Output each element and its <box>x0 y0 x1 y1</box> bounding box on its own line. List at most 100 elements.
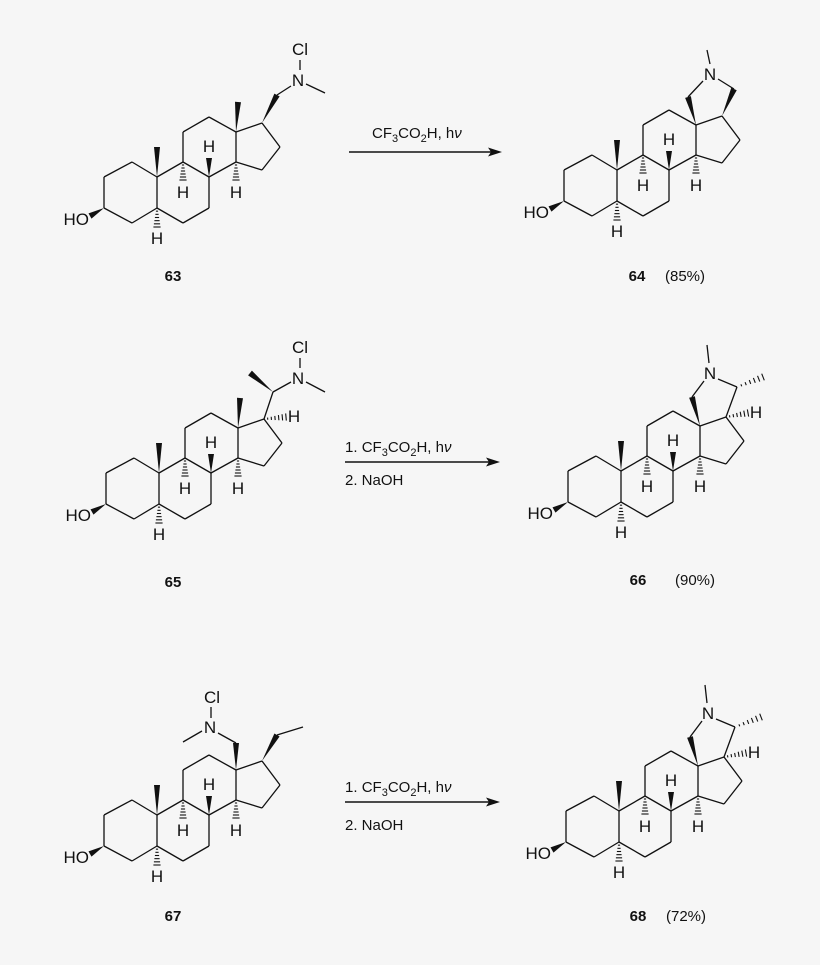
hashed-bond <box>615 844 623 862</box>
hydrogen-label: H <box>667 431 679 450</box>
hydrogen-label: H <box>288 407 300 426</box>
hydroxyl-label: HO <box>524 203 550 222</box>
hydrogen-label: H <box>232 479 244 498</box>
hashed-bond <box>692 157 700 174</box>
hashed-bond <box>153 848 161 866</box>
ring-bond <box>103 207 133 224</box>
ring-bond <box>620 501 648 518</box>
hash-line <box>759 713 763 721</box>
bond <box>687 80 704 98</box>
ring-bond <box>184 503 212 520</box>
hydroxyl-label: HO <box>64 210 90 229</box>
ring-bond <box>133 457 160 474</box>
ring-bond <box>644 841 672 858</box>
ring-bond <box>158 503 186 520</box>
reaction-arrow <box>345 457 500 467</box>
arrow-head-icon <box>486 797 500 807</box>
ring-bond <box>642 200 670 217</box>
compound-label-64: 64 <box>629 268 646 285</box>
ring-bond <box>235 799 263 809</box>
ring-bond <box>642 109 670 126</box>
ring-bond <box>646 501 674 518</box>
hash-line <box>737 751 740 757</box>
ring-bond <box>591 154 618 171</box>
hashed-bond <box>232 164 240 181</box>
hashed-bond <box>696 458 704 475</box>
ring-bond <box>131 207 158 224</box>
ring-bond <box>235 760 263 771</box>
ring-bond <box>261 146 281 171</box>
reagent-step1: CF3CO2H, hν <box>372 125 462 145</box>
ring-bond <box>263 442 283 467</box>
wedge-bond <box>156 443 162 473</box>
bond <box>704 684 708 704</box>
ring-bond <box>237 457 265 467</box>
ring-bond <box>105 457 135 474</box>
hydroxyl-label: HO <box>66 506 92 525</box>
arrow-head-icon <box>486 457 500 467</box>
hydrogen-label: H <box>750 403 762 422</box>
ring-bond <box>697 756 725 767</box>
wedge-bond <box>235 101 241 132</box>
wedge-bond <box>208 454 214 473</box>
wedge-bond <box>616 781 622 811</box>
hydrogen-label: H <box>151 229 163 248</box>
ring-bond <box>595 501 622 518</box>
ring-bond <box>595 455 622 472</box>
bond <box>691 380 705 398</box>
wedge-bond <box>206 796 212 815</box>
hashed-bond <box>639 157 647 174</box>
ring-bond <box>156 161 184 178</box>
ring-bond <box>721 115 741 141</box>
bond <box>305 381 326 393</box>
ring-bond <box>210 412 239 429</box>
ring-bond <box>156 207 184 224</box>
ring-bond <box>131 161 158 178</box>
wedge-bond <box>550 842 566 853</box>
ring-bond <box>103 845 133 862</box>
hydrogen-label: H <box>665 771 677 790</box>
ring-bond <box>156 845 184 862</box>
wedge-bond <box>233 743 239 770</box>
bond <box>725 386 738 418</box>
hashed-bond <box>179 802 187 819</box>
ring-bond <box>616 154 644 171</box>
hydrogen-label: H <box>637 176 649 195</box>
hydrogen-label: H <box>694 477 706 496</box>
nitrogen-label: N <box>204 718 216 737</box>
ring-bond <box>668 154 697 171</box>
compound-label-63: 63 <box>165 268 182 285</box>
ring-bond <box>723 780 743 805</box>
ring-bond <box>235 161 263 171</box>
hydroxyl-label: HO <box>528 504 554 523</box>
hash-line <box>739 411 742 417</box>
ring-bond <box>184 412 212 429</box>
ring-bond <box>103 161 133 178</box>
hydrogen-label: H <box>748 743 760 762</box>
ring-bond <box>261 122 281 148</box>
hash-line <box>761 373 765 381</box>
hash-line <box>741 750 744 757</box>
hydrogen-label: H <box>203 775 215 794</box>
nitrogen-label: N <box>704 65 716 84</box>
hashed-bond <box>740 373 765 387</box>
bond <box>717 78 735 90</box>
hydrogen-label: H <box>179 479 191 498</box>
hydrogen-label: H <box>692 817 704 836</box>
ring-bond <box>182 845 210 862</box>
hash-line <box>744 749 748 757</box>
ring-bond <box>646 455 674 472</box>
bond <box>305 83 326 94</box>
ring-bond <box>182 754 210 771</box>
hydrogen-label: H <box>151 867 163 886</box>
bond <box>706 344 710 364</box>
wedge-bond <box>90 504 106 515</box>
bond <box>723 726 736 758</box>
wedge-bond <box>237 397 243 428</box>
ring-bond <box>672 410 701 427</box>
